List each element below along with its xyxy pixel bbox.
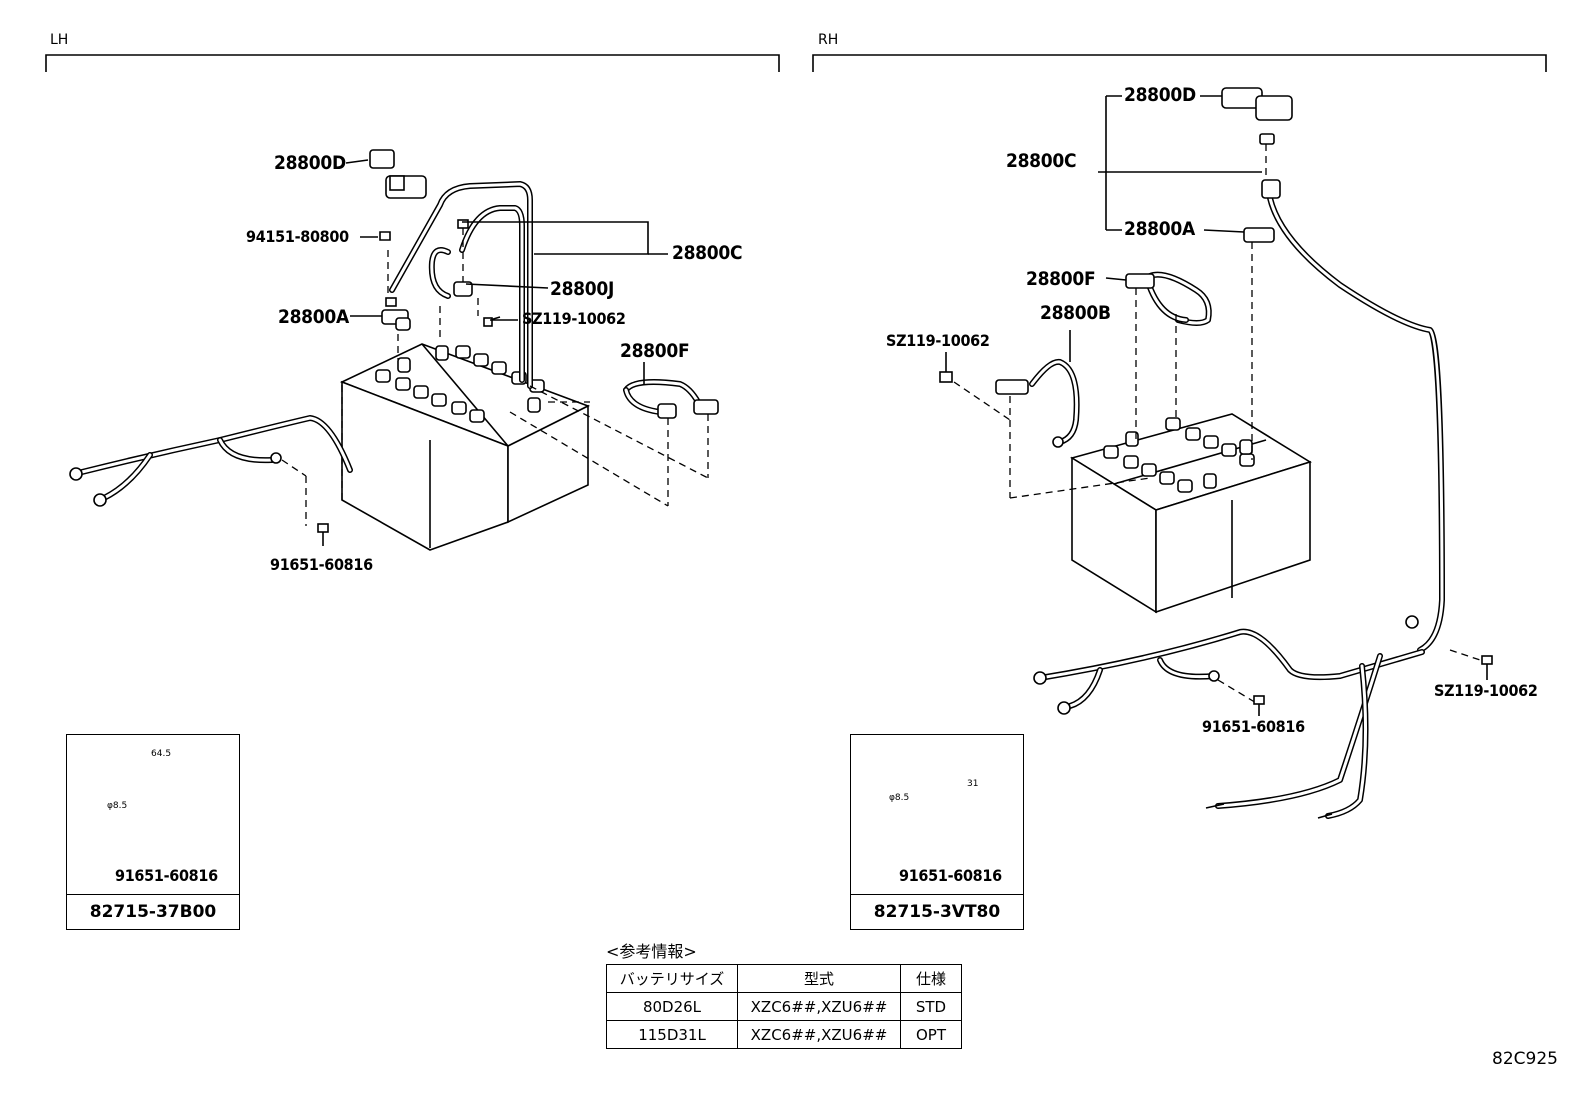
rh-label-91651-60816: 91651-60816 — [1202, 717, 1305, 736]
lh-label-28800j: 28800J — [550, 278, 615, 300]
reference-cell-model: XZC6##,XZU6## — [737, 1020, 901, 1049]
rh-label-28800a: 28800A — [1124, 218, 1195, 240]
table-row: 115D31L XZC6##,XZU6## OPT — [606, 1020, 962, 1049]
rh-label-28800f: 28800F — [1026, 268, 1096, 290]
reference-header-model: 型式 — [737, 964, 901, 993]
inset-2-bolt-label: 91651-60816 — [899, 866, 1002, 885]
rh-battery-caps — [1103, 417, 1255, 493]
inset-1-dim-width: 64.5 — [151, 749, 172, 759]
rh-cables — [939, 87, 1493, 819]
inset-1-bolt-label: 91651-60816 — [115, 866, 218, 885]
reference-cell-spec: STD — [900, 992, 962, 1021]
rh-label-sz119-10062-right: SZ119-10062 — [1434, 681, 1538, 700]
lh-label-28800c: 28800C — [672, 242, 743, 264]
rh-battery — [1070, 413, 1312, 614]
inset-1-dim-hole: φ8.5 — [107, 801, 128, 811]
rh-label-sz119-10062-top: SZ119-10062 — [886, 331, 990, 350]
lh-leaders — [345, 159, 668, 384]
section-lh: LH — [50, 32, 69, 48]
inset-2-part-number: 82715-3VT80 — [851, 894, 1023, 929]
lh-bracket — [45, 54, 780, 72]
diagram-code: 82C925 — [1492, 1049, 1558, 1069]
reference-header-size: バッテリサイズ — [606, 964, 738, 993]
rh-bracket — [812, 54, 1547, 72]
rh-label-28800c: 28800C — [1006, 150, 1077, 172]
reference-cell-size: 115D31L — [606, 1020, 738, 1049]
lh-label-28800f: 28800F — [620, 340, 690, 362]
lh-label-91651-60816: 91651-60816 — [270, 555, 373, 574]
inset-box-2: 31 φ8.5 91651-60816 82715-3VT80 — [850, 734, 1024, 930]
reference-cell-size: 80D26L — [606, 992, 738, 1021]
lh-battery-caps — [375, 345, 545, 423]
rh-label-28800b: 28800B — [1040, 302, 1111, 324]
lh-label-28800a: 28800A — [278, 306, 349, 328]
section-rh: RH — [818, 32, 839, 48]
lh-battery — [339, 343, 591, 551]
lh-label-sz119-10062: SZ119-10062 — [522, 309, 626, 328]
reference-title: <参考情報> — [606, 942, 697, 961]
lh-label-28800d: 28800D — [274, 152, 346, 174]
inset-2-dim-height: 31 — [967, 779, 979, 789]
rh-leaders — [945, 95, 1488, 716]
inset-box-1: 64.5 φ8.5 91651-60816 82715-37B00 — [66, 734, 240, 930]
table-row: 80D26L XZC6##,XZU6## STD — [606, 992, 962, 1021]
reference-header-spec: 仕様 — [900, 964, 962, 993]
reference-cell-spec: OPT — [900, 1020, 962, 1049]
inset-2-dim-hole: φ8.5 — [889, 793, 910, 803]
lh-label-94151-80800: 94151-80800 — [246, 227, 349, 246]
reference-cell-model: XZC6##,XZU6## — [737, 992, 901, 1021]
rh-label-28800d: 28800D — [1124, 84, 1196, 106]
inset-1-part-number: 82715-37B00 — [67, 894, 239, 929]
lh-harness — [69, 415, 353, 546]
reference-header-row: バッテリサイズ 型式 仕様 — [606, 964, 962, 993]
reference-table: バッテリサイズ 型式 仕様 80D26L XZC6##,XZU6## STD 1… — [606, 964, 962, 1049]
lh-cables — [369, 149, 719, 507]
